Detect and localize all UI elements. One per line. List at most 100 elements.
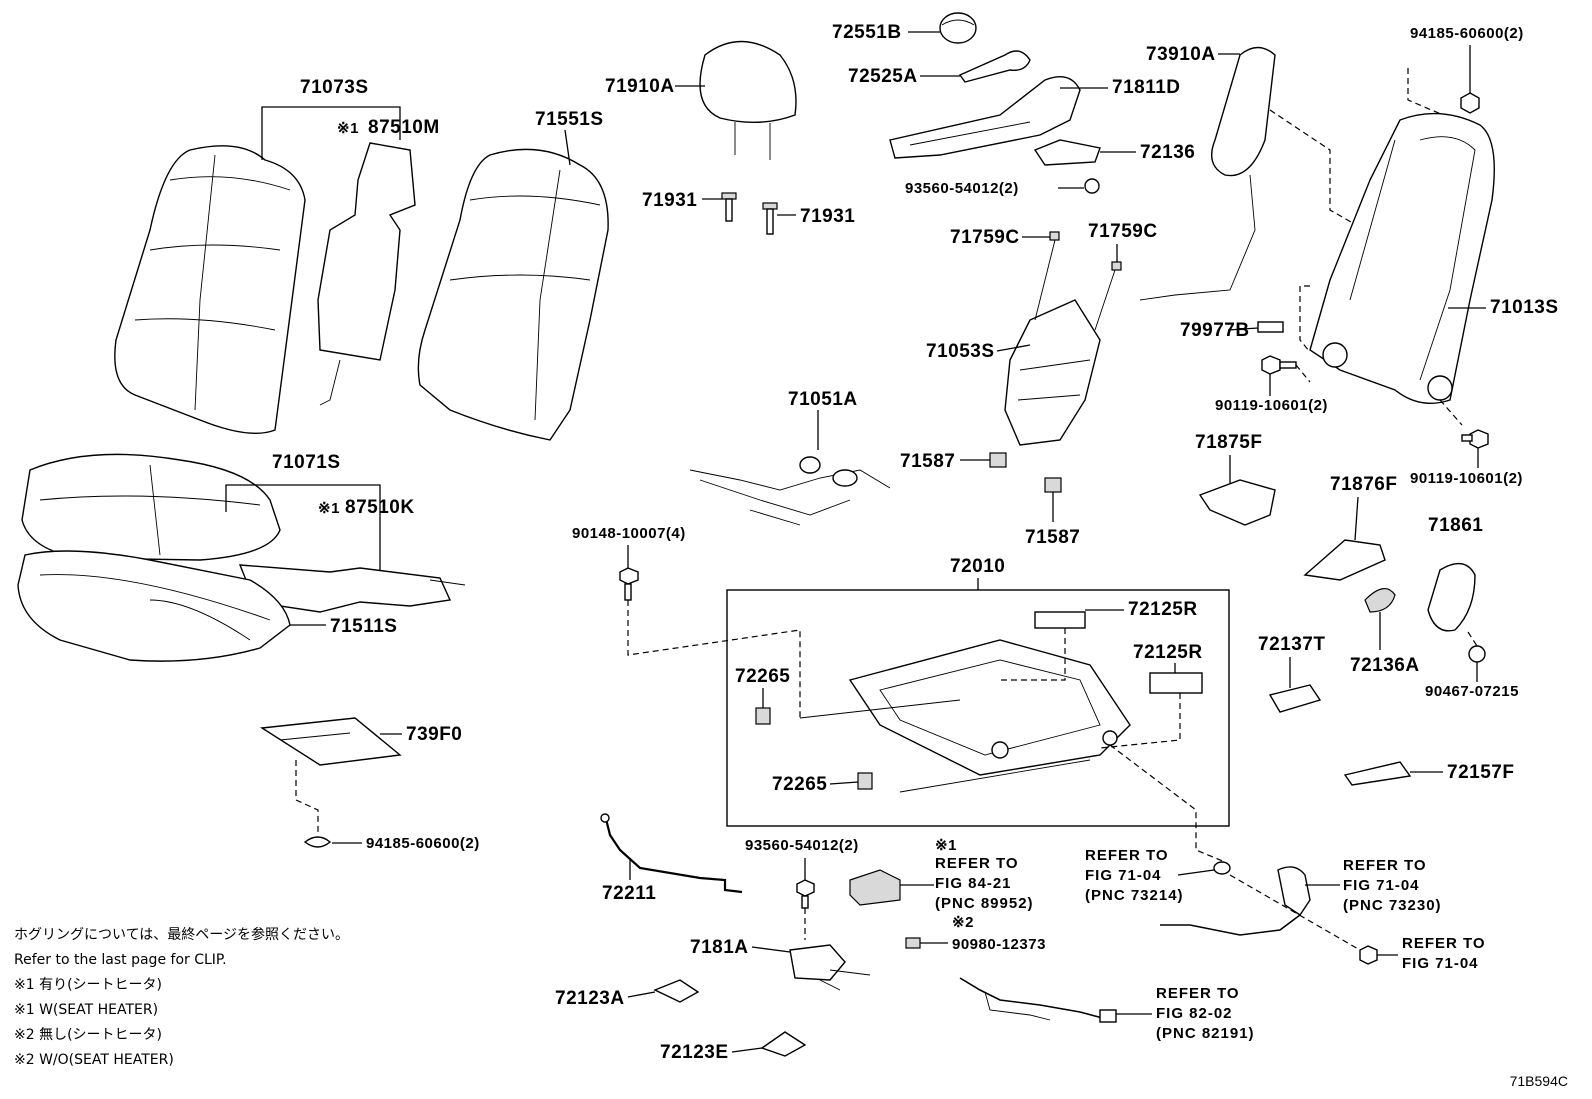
adjuster-group-box-72010 [726, 589, 1230, 827]
label-72137T: 72137T [1258, 634, 1325, 655]
seatbelt-buckle-73230 [1160, 866, 1311, 936]
label-94185-top-right: 94185-60600(2) [1410, 25, 1524, 42]
seat-mat-739F0 [259, 717, 402, 766]
label-72125R-upper: 72125R [1128, 599, 1198, 620]
seat-adjuster-frame [799, 639, 1131, 793]
ecu-89952 [849, 869, 901, 906]
note-line: ホグリングについては、最終ページを参照ください。 [14, 927, 350, 943]
motor-7181A [789, 944, 871, 991]
label-71931-left: 71931 [642, 190, 697, 211]
figure-code: 71B594C [1509, 1073, 1568, 1089]
ref-71-04-a-line1: REFER TO [1085, 847, 1169, 864]
note-line: ※1 有り(シートヒータ) [14, 977, 163, 993]
label-71875F: 71875F [1195, 432, 1262, 453]
label-71071S: 71071S [272, 452, 341, 473]
ref-84-21-line1: REFER TO [935, 855, 1019, 872]
label-71551S: 71551S [535, 109, 604, 130]
label-87510K: 87510K [345, 497, 415, 518]
label-72265-upper: 72265 [735, 666, 790, 687]
label-73910A: 73910A [1146, 44, 1216, 65]
label-90467: 90467-07215 [1425, 683, 1519, 700]
label-71013S: 71013S [1490, 297, 1559, 318]
rod-72211 [600, 813, 743, 894]
note-line: ※2 W/O(SEAT HEATER) [14, 1052, 174, 1068]
ref-71-04-b-line3: (PNC 73230) [1343, 897, 1442, 914]
note-line: Refer to the last page for CLIP. [14, 952, 227, 968]
label-72010: 72010 [950, 556, 1005, 577]
label-71811D: 71811D [1112, 77, 1181, 98]
label-72136A: 72136A [1350, 655, 1420, 676]
screw-93560-top [1084, 178, 1100, 194]
side-cover-71811D [889, 76, 1081, 159]
label-71073S: 71073S [300, 77, 369, 98]
ref-82-02-line3: (PNC 82191) [1156, 1025, 1255, 1042]
label-72525A: 72525A [848, 66, 918, 87]
ref-82-02-line1: REFER TO [1156, 985, 1240, 1002]
label-90980: 90980-12373 [952, 936, 1046, 953]
label-72123A: 72123A [555, 988, 625, 1009]
label-71759C-right: 71759C [1088, 221, 1158, 242]
lever-72525A [958, 50, 1031, 83]
ref-82-02-line2: FIG 82-02 [1156, 1005, 1233, 1022]
note-line: ※2 無し(シートヒータ) [14, 1027, 163, 1043]
cover-72265-lower [857, 772, 873, 790]
label-72157F: 72157F [1447, 762, 1514, 783]
label-87510M: 87510M [368, 117, 440, 138]
cover-72123E [760, 1031, 807, 1057]
cover-72265-upper [755, 707, 771, 725]
bolt-90119-lower [1461, 429, 1489, 449]
cover-72136 [1033, 139, 1101, 166]
grommet-73214 [1213, 861, 1231, 875]
seatback-pad-71551S [417, 148, 609, 441]
note-line: ※1 W(SEAT HEATER) [14, 1002, 159, 1018]
label-72265-lower: 72265 [772, 774, 827, 795]
label-72551B: 72551B [832, 22, 902, 43]
lumbar-support-71053S [1004, 239, 1116, 446]
bolt-90119-upper [1261, 355, 1297, 375]
bracket-72125R-upper [1034, 611, 1086, 629]
headrest-guide-left [721, 192, 737, 222]
nut-94185-top-right [1460, 92, 1480, 114]
label-79977B: 79977B [1180, 320, 1250, 341]
ref-71-04-c-line1: REFER TO [1402, 935, 1486, 952]
note-mark-90980: ※2 [952, 914, 974, 931]
label-71876F: 71876F [1330, 474, 1397, 495]
label-71587-left: 71587 [900, 451, 955, 472]
label-90148: 90148-10007(4) [572, 525, 686, 542]
leader-71071S [225, 484, 381, 570]
clip-71759C-right [1111, 261, 1122, 271]
headrest-guide-right [762, 202, 778, 235]
ref-84-21-line2: FIG 84-21 [935, 875, 1012, 892]
knob-72136A [1364, 588, 1396, 613]
bracket-72125R-lower [1149, 672, 1203, 694]
ref-71-04-b-line2: FIG 71-04 [1343, 877, 1420, 894]
label-93560-bottom: 93560-54012(2) [745, 837, 859, 854]
wire-harness-82191 [959, 977, 1117, 1023]
leader-71073S [261, 106, 401, 160]
label-71931-right: 71931 [800, 206, 855, 227]
label-90119-upper: 90119-10601(2) [1215, 397, 1328, 414]
clip-71759C-left [1049, 231, 1060, 241]
bolt-90148 [619, 567, 639, 601]
seatback-frame-71013S [1309, 112, 1495, 404]
cover-72137T [1268, 684, 1322, 713]
label-71910A: 71910A [605, 76, 675, 97]
cover-71876F [1303, 539, 1386, 581]
connector-90980 [905, 937, 921, 949]
cover-71875F [1198, 479, 1276, 526]
spring-harness-71051A [689, 456, 891, 526]
cover-71861 [1427, 562, 1476, 632]
cover-72157F [1343, 761, 1412, 786]
notes-block: ホグリングについては、最終ページを参照ください。 Refer to the la… [14, 923, 474, 1073]
ref-71-04-a-line3: (PNC 73214) [1085, 887, 1184, 904]
knob-72551B [939, 12, 977, 44]
side-airbag-73910A [1139, 46, 1276, 301]
label-72123E: 72123E [660, 1042, 729, 1063]
clip-94185-bottom-left [303, 836, 332, 848]
label-71051A: 71051A [788, 389, 858, 410]
note-mark-87510K: ※1 [318, 500, 340, 517]
note-mark-refer-84-21: ※1 [935, 837, 957, 854]
nut-refer-71-04 [1359, 945, 1378, 965]
seatback-cover-71073S [114, 145, 306, 435]
clip-71587-left [989, 452, 1007, 468]
